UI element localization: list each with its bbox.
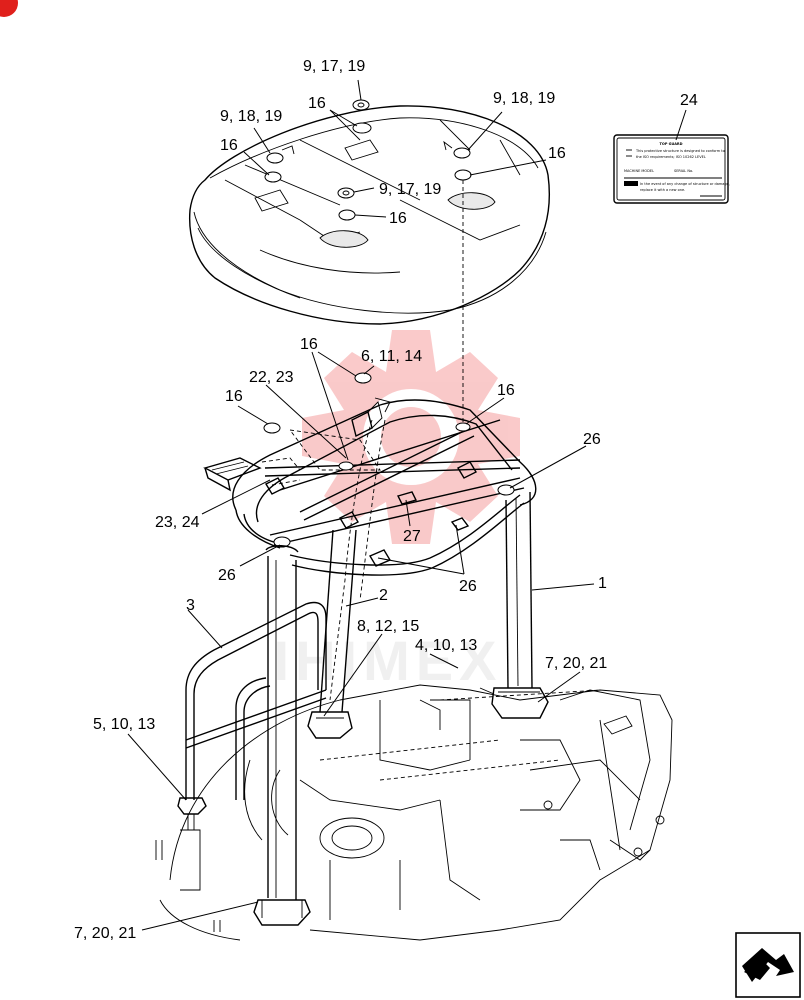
washer-16-b [263, 422, 281, 434]
callout-3: 3 [186, 597, 195, 614]
callout-9-18-19-left: 9, 18, 19 [220, 108, 282, 125]
callout-16-frame-right: 16 [497, 382, 515, 399]
washer-16-a [354, 372, 372, 384]
rear-post [479, 491, 549, 719]
callout-16-mid: 16 [389, 210, 407, 227]
callout-4-10-13: 4, 10, 13 [415, 637, 477, 654]
roof-panel [188, 105, 550, 325]
callout-2: 2 [379, 587, 388, 604]
handrail [177, 601, 327, 830]
svg-text:In the event of any change of: In the event of any change of structure … [640, 182, 730, 186]
next-page-arrow-icon[interactable] [735, 932, 801, 998]
callout-7-20-21-right: 7, 20, 21 [545, 655, 607, 672]
roof-fasteners [264, 99, 472, 221]
callout-1: 1 [598, 575, 607, 592]
callout-5-10-13: 5, 10, 13 [93, 716, 155, 733]
svg-text:SERIAL No.: SERIAL No. [674, 169, 693, 173]
callout-9-18-19-right: 9, 18, 19 [493, 90, 555, 107]
top-guard-decal: TOP GUARD This protective structure is d… [613, 134, 730, 204]
callout-6-11-14: 6, 11, 14 [361, 348, 422, 365]
callout-26-left: 26 [218, 567, 236, 584]
svg-text:replace it with a new one.: replace it with a new one. [640, 188, 685, 192]
watermark-text: IHIMEX [274, 629, 503, 692]
callout-26-upper: 26 [583, 431, 601, 448]
callout-9-17-19-mid: 9, 17, 19 [379, 181, 441, 198]
callout-9-17-19-top: 9, 17, 19 [303, 58, 365, 75]
leader-lines [127, 79, 687, 931]
callout-16-left: 16 [220, 137, 238, 154]
callout-24: 24 [680, 92, 698, 109]
callout-22-23: 22, 23 [249, 369, 294, 386]
callout-26-lower: 26 [459, 578, 477, 595]
watermark-logo: IHIMEX [274, 330, 520, 692]
callout-7-20-21-left: 7, 20, 21 [74, 925, 136, 942]
top-frame [203, 397, 537, 576]
corner-badge-icon [0, 0, 18, 17]
svg-text:This protective structure is d: This protective structure is designed to… [635, 149, 725, 153]
machine-base [155, 684, 673, 941]
callout-16-frame-top: 16 [300, 336, 318, 353]
callout-16-frame-left: 16 [225, 388, 243, 405]
callout-8-12-15: 8, 12, 15 [357, 618, 419, 635]
svg-text:MACHINE MODEL: MACHINE MODEL [624, 169, 654, 173]
front-post [253, 545, 311, 926]
callout-27: 27 [403, 528, 421, 545]
callout-16-top: 16 [308, 95, 326, 112]
callout-labels: 9, 17, 19 16 9, 18, 19 16 9, 18, 19 16 9… [74, 58, 698, 942]
callout-16-right: 16 [548, 145, 566, 162]
svg-text:the ISO requirements; ISO 1026: the ISO requirements; ISO 10262 LEVEL [636, 155, 706, 159]
svg-text:TOP GUARD: TOP GUARD [659, 142, 682, 146]
callout-23-24: 23, 24 [155, 514, 200, 531]
